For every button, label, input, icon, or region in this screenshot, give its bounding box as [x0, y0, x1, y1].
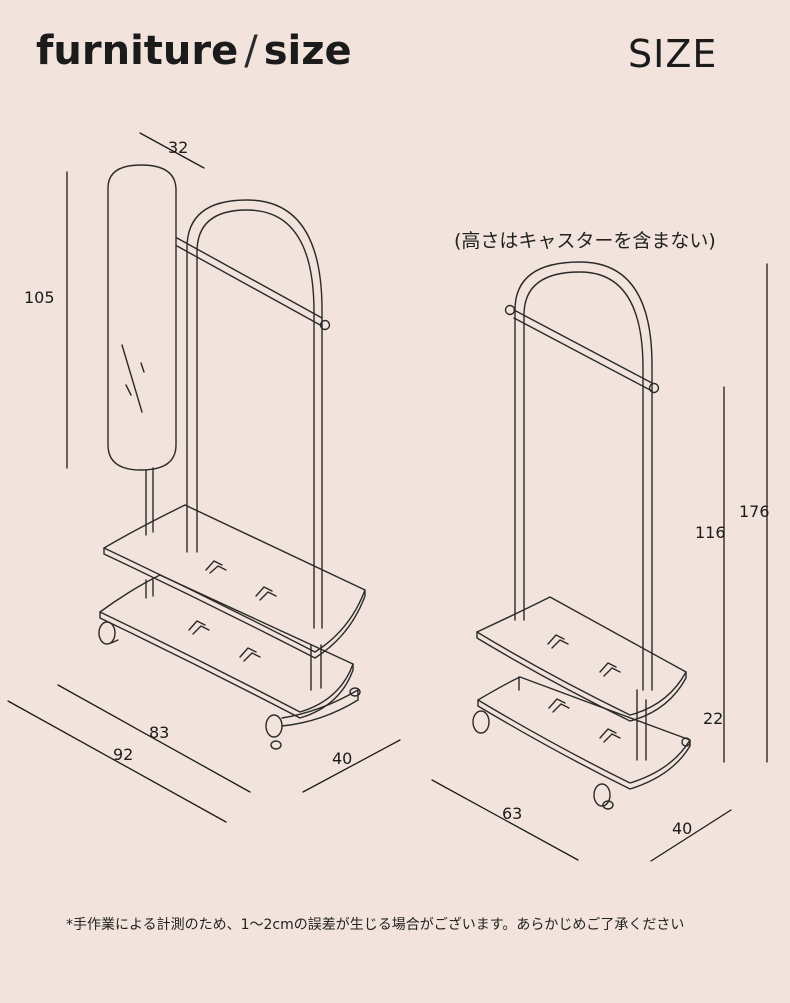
dim-total-width: 92 [113, 745, 133, 764]
left-rack-drawing [98, 164, 366, 750]
dimension-lines [7, 132, 768, 862]
lower-shelf [99, 574, 354, 713]
measurement-footnote: *手作業による計測のため、1～2cmの誤差が生じる場合がございます。あらかじめご… [66, 917, 685, 933]
upper-shelf [103, 504, 366, 653]
right-upper-shelf [476, 596, 687, 716]
title-slash: / [244, 28, 258, 74]
dim-left-depth: 40 [332, 749, 352, 768]
title-main: furniture [36, 28, 239, 74]
dim-upper-height: 116 [695, 523, 726, 542]
dim-right-depth: 40 [672, 819, 692, 838]
right-rack-drawing [472, 261, 691, 810]
dim-shelf-width: 83 [149, 723, 169, 742]
caster-note: (高さはキャスターを含まない) [454, 230, 716, 252]
dim-right-width: 63 [502, 804, 522, 823]
right-lower-shelf [477, 676, 691, 784]
size-heading: SIZE [628, 32, 718, 76]
dim-mirror-width: 32 [168, 138, 188, 157]
dim-mirror-height: 105 [24, 288, 55, 307]
dim-total-height: 176 [739, 502, 770, 521]
page-title: furniture/size [36, 28, 352, 74]
mirror-shape [107, 164, 177, 471]
dim-shelf-height: 22 [703, 709, 723, 728]
title-sub: size [263, 28, 352, 74]
